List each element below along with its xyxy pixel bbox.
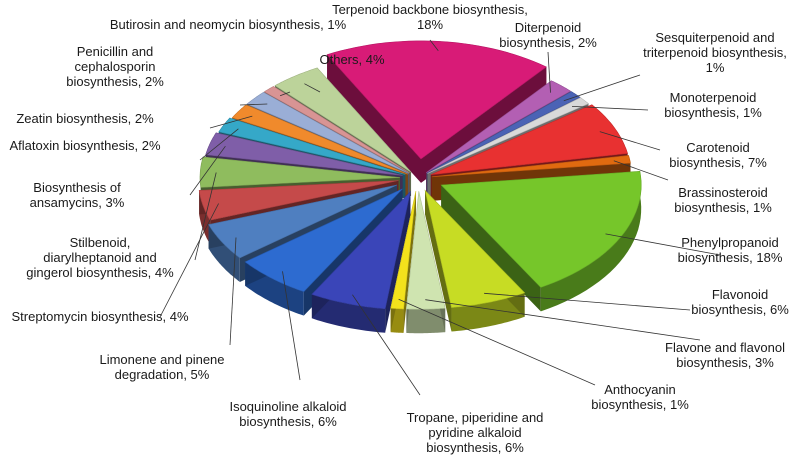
leader-line: [279, 91, 291, 97]
pie-slice: [427, 97, 590, 174]
slice-label: Streptomycin biosynthesis, 4%: [11, 309, 188, 324]
pie-slice: [326, 40, 547, 160]
pie-slice: [205, 132, 403, 176]
slice-labels: Terpenoid backbone biosynthesis,18%Diter…: [9, 2, 789, 455]
pie-slices: [198, 40, 642, 334]
slice-label: Others, 4%: [319, 52, 384, 67]
slice-label: Aflatoxin biosynthesis, 2%: [9, 138, 160, 153]
leader-line: [429, 39, 439, 52]
leader-line: [398, 298, 596, 386]
leader-line: [484, 292, 691, 311]
leader-line: [209, 115, 253, 129]
pie-slice: [208, 184, 398, 259]
leader-line: [239, 103, 268, 106]
slice-wall-0-0: [327, 54, 422, 183]
leader-line: [547, 51, 551, 93]
slice-side-7: [451, 292, 525, 332]
leader-line: [571, 106, 649, 111]
slice-wall-10-0: [385, 191, 411, 333]
slice-label: Zeatin biosynthesis, 2%: [16, 111, 154, 126]
pie-slice: [430, 104, 629, 175]
leader-line: [194, 172, 217, 261]
pie-slice: [244, 188, 403, 292]
slice-side-8: [406, 308, 446, 334]
pie-slice: [246, 91, 409, 174]
leader-line: [189, 145, 226, 196]
leader-line: [599, 131, 661, 151]
slice-label: Butirosin and neomycin biosynthesis, 1%: [110, 17, 347, 32]
pie-slice: [440, 170, 642, 288]
leader-line: [229, 237, 237, 346]
pie-slice: [311, 190, 411, 310]
leader-line: [159, 203, 219, 318]
slice-side-6: [540, 171, 642, 312]
pie-slice: [431, 155, 631, 178]
leader-line: [352, 294, 421, 396]
pie-slice: [406, 191, 446, 310]
slice-wall-7-1: [425, 190, 452, 332]
leader-line: [563, 74, 641, 102]
leader-line: [282, 271, 301, 381]
leader-line: [613, 160, 669, 181]
leader-line: [304, 83, 321, 93]
leader-line: [199, 128, 239, 161]
leader-lines: [159, 39, 721, 396]
pie-slice: [218, 117, 406, 175]
pie-slice: [199, 156, 401, 188]
leader-line: [605, 233, 721, 256]
pie-slice: [263, 86, 410, 174]
leader-line: [425, 299, 701, 341]
slice-side-10: [311, 294, 386, 333]
slice-wall-6-1: [441, 185, 541, 312]
pie-slice: [274, 67, 412, 173]
pie-slice: [390, 191, 417, 310]
slice-label: Terpenoid backbone biosynthesis,18%: [332, 2, 528, 32]
pie-slice: [425, 80, 572, 173]
pie-slice: [198, 180, 399, 221]
pie-slice: [231, 104, 409, 175]
pie-slice: [426, 91, 581, 174]
